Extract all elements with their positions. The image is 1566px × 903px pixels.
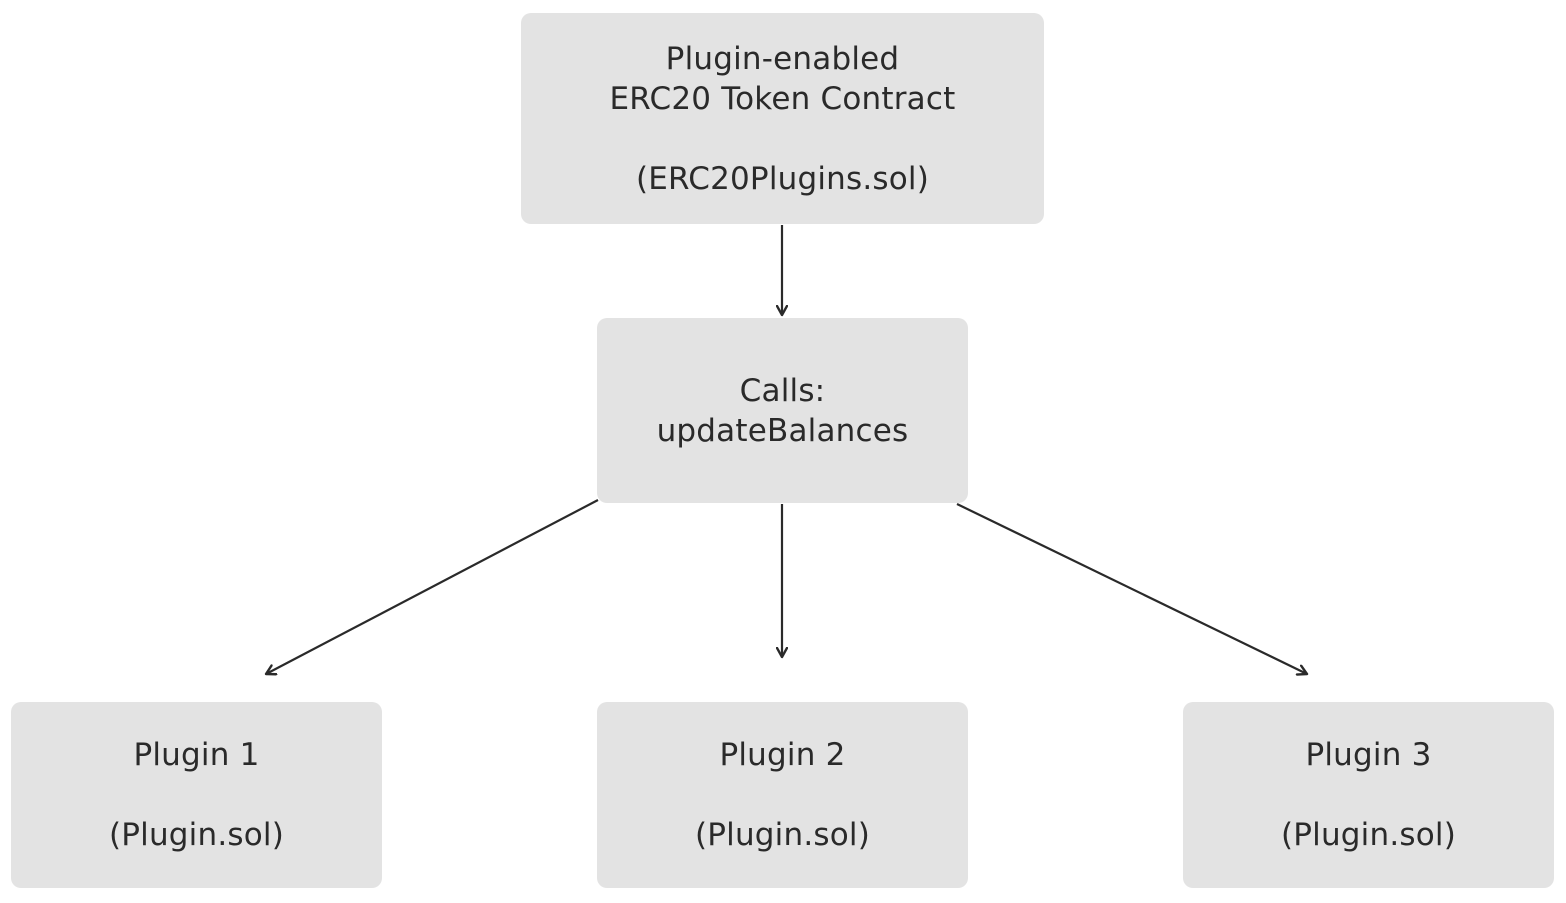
plugin-1-node: Plugin 1 (Plugin.sol) [11,702,382,888]
plugin-2-node: Plugin 2 (Plugin.sol) [597,702,968,888]
node-title-line-1: Calls: [739,372,826,409]
plugin-file-name: (Plugin.sol) [694,817,871,853]
edge-calls-to-plugin-1 [266,499,599,674]
node-title-line-1: Plugin-enabled [665,40,900,77]
erc20-token-contract-node: Plugin-enabled ERC20 Token Contract (ERC… [521,13,1044,224]
plugin-label: Plugin 3 [1305,737,1432,773]
plugin-file-name: (Plugin.sol) [1280,817,1457,853]
plugin-3-node: Plugin 3 (Plugin.sol) [1183,702,1554,888]
plugin-file-name: (Plugin.sol) [108,817,285,853]
plugin-label: Plugin 2 [719,737,846,773]
plugin-label: Plugin 1 [133,737,260,773]
node-file-name: (ERC20Plugins.sol) [635,160,930,197]
calls-update-balances-node: Calls: updateBalances [597,318,968,503]
node-title-line-2: updateBalances [656,412,909,449]
edge-calls-to-plugin-3 [956,503,1307,674]
node-title-line-2: ERC20 Token Contract [609,80,956,117]
